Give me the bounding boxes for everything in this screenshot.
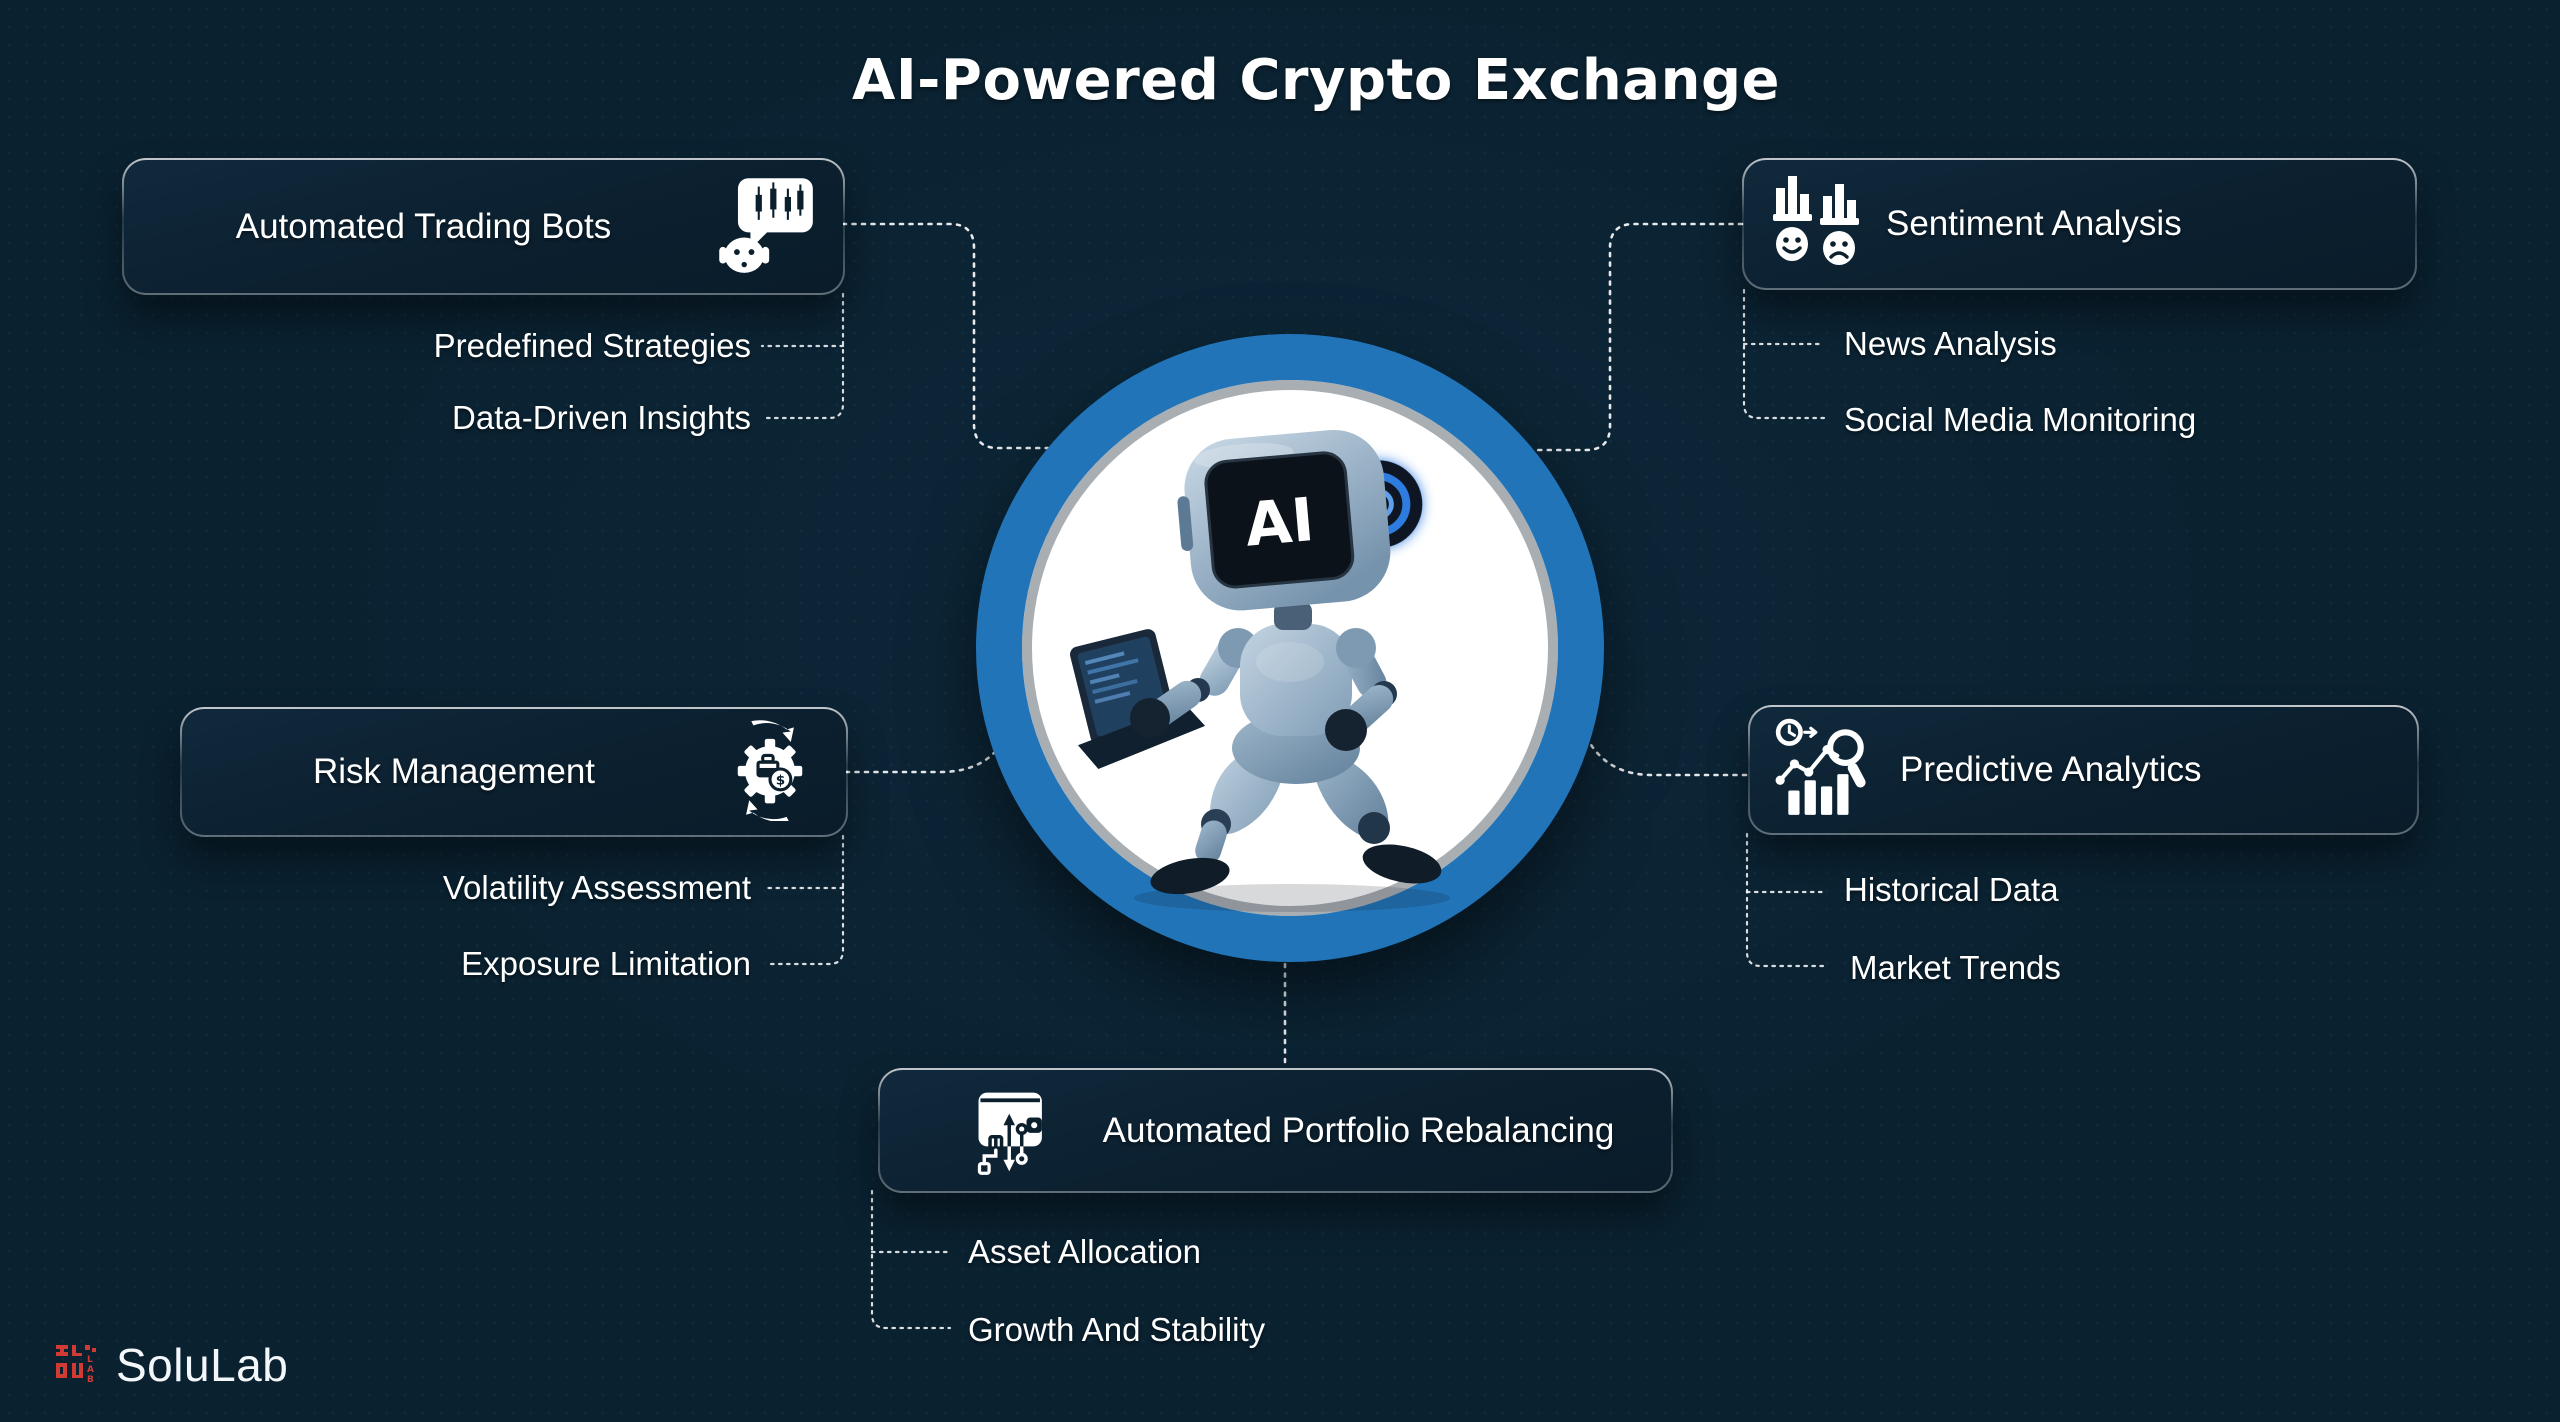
- sub-item-news-analysis: News Analysis: [1844, 325, 2057, 362]
- node-risk-management: Risk Management: [180, 707, 848, 837]
- robot-ground-shadow: [1134, 884, 1450, 912]
- node-label: Sentiment Analysis: [1886, 204, 2182, 243]
- page-title: AI-Powered Crypto Exchange: [851, 48, 1781, 113]
- node-automated-portfolio-rebalancing: Automated Portfolio Rebalancing: [878, 1068, 1673, 1193]
- sub-item-volatility-assessment: Volatility Assessment: [442, 869, 751, 906]
- sub-item-data-driven-insights: Data-Driven Insights: [452, 399, 751, 436]
- sub-item-exposure-limitation: Exposure Limitation: [461, 945, 751, 982]
- node-label: Automated Trading Bots: [235, 206, 612, 246]
- svg-text:L: L: [87, 1355, 93, 1365]
- trading-bot-chat-icon: [719, 178, 813, 273]
- robot-head: AI: [1177, 429, 1423, 611]
- robot-right-arm: [1325, 628, 1397, 751]
- svg-text:B: B: [87, 1375, 94, 1385]
- robot-head-glyph: [719, 237, 770, 273]
- robot-ai-label: AI: [1242, 485, 1317, 561]
- svg-text:A: A: [87, 1365, 94, 1375]
- sub-item-social-media-monitoring: Social Media Monitoring: [1844, 401, 2197, 438]
- sub-item-market-trends: Market Trends: [1850, 949, 2061, 986]
- node-predictive-analytics: Predictive Analytics: [1748, 705, 2419, 835]
- ai-robot-illustration: AI: [1070, 429, 1450, 912]
- robot-torso: [1232, 602, 1360, 784]
- solulab-logo-mark-icon: L A B: [56, 1345, 96, 1385]
- sub-item-asset-allocation: Asset Allocation: [968, 1233, 1201, 1270]
- robot-face-screen: [1204, 451, 1355, 589]
- node-sentiment-analysis: Sentiment Analysis: [1742, 158, 2417, 290]
- sub-item-historical-data: Historical Data: [1844, 871, 2059, 908]
- sub-item-predefined-strategies: Predefined Strategies: [433, 327, 751, 364]
- predictive-chart-icon: [1775, 718, 1866, 815]
- sub-item-dotted-connectors: [760, 288, 1828, 1330]
- sub-item-growth-and-stability: Growth And Stability: [968, 1311, 1266, 1348]
- wallet-circuit-icon: [977, 1092, 1042, 1175]
- brand-name: SoluLab: [116, 1339, 289, 1391]
- node-label: Predictive Analytics: [1900, 750, 2202, 789]
- node-label: Automated Portfolio Rebalancing: [1102, 1110, 1615, 1150]
- node-automated-trading-bots: Automated Trading Bots: [122, 158, 845, 295]
- sentiment-faces-icon: [1773, 176, 1859, 265]
- solulab-logo: L A B SoluLab: [52, 1338, 288, 1392]
- svg-text:$: $: [776, 773, 785, 789]
- node-label: Risk Management: [312, 752, 596, 791]
- risk-gear-icon: $: [737, 720, 803, 821]
